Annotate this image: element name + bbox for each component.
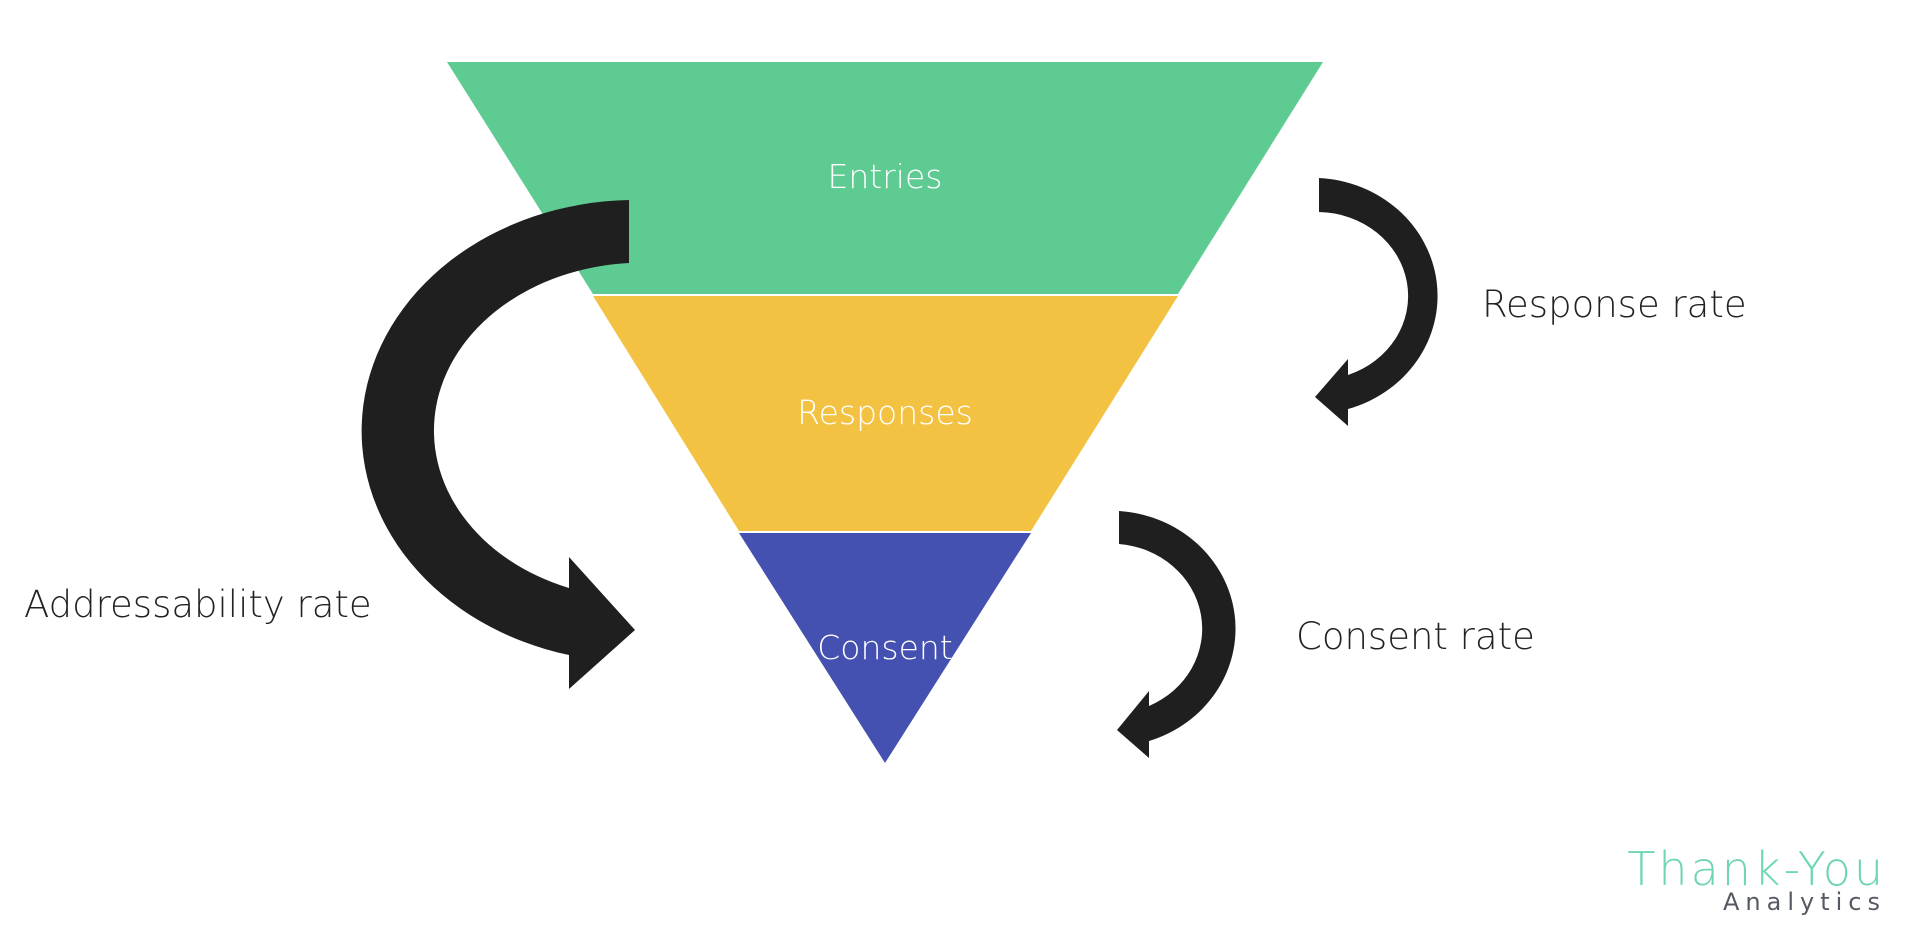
funnel-stage-responses — [593, 296, 1178, 531]
funnel-stage-consent — [739, 533, 1031, 763]
logo-subtitle: Analytics — [1723, 888, 1886, 916]
company-logo: Thank-You Analytics — [1627, 846, 1886, 914]
response-rate-arrow-icon — [1315, 178, 1438, 426]
stage-label-consent: Consent — [817, 628, 953, 667]
stage-label-entries: Entries — [828, 157, 943, 196]
addressability-rate-label: Addressability rate — [24, 583, 372, 626]
addressability-arrow-icon — [361, 200, 635, 689]
logo-name: Thank-You — [1627, 842, 1886, 896]
stage-label-responses: Responses — [797, 393, 973, 432]
response-rate-label: Response rate — [1482, 283, 1747, 326]
funnel-stage-entries — [447, 62, 1323, 294]
consent-rate-arrow-icon — [1117, 511, 1236, 758]
consent-rate-label: Consent rate — [1296, 615, 1535, 658]
